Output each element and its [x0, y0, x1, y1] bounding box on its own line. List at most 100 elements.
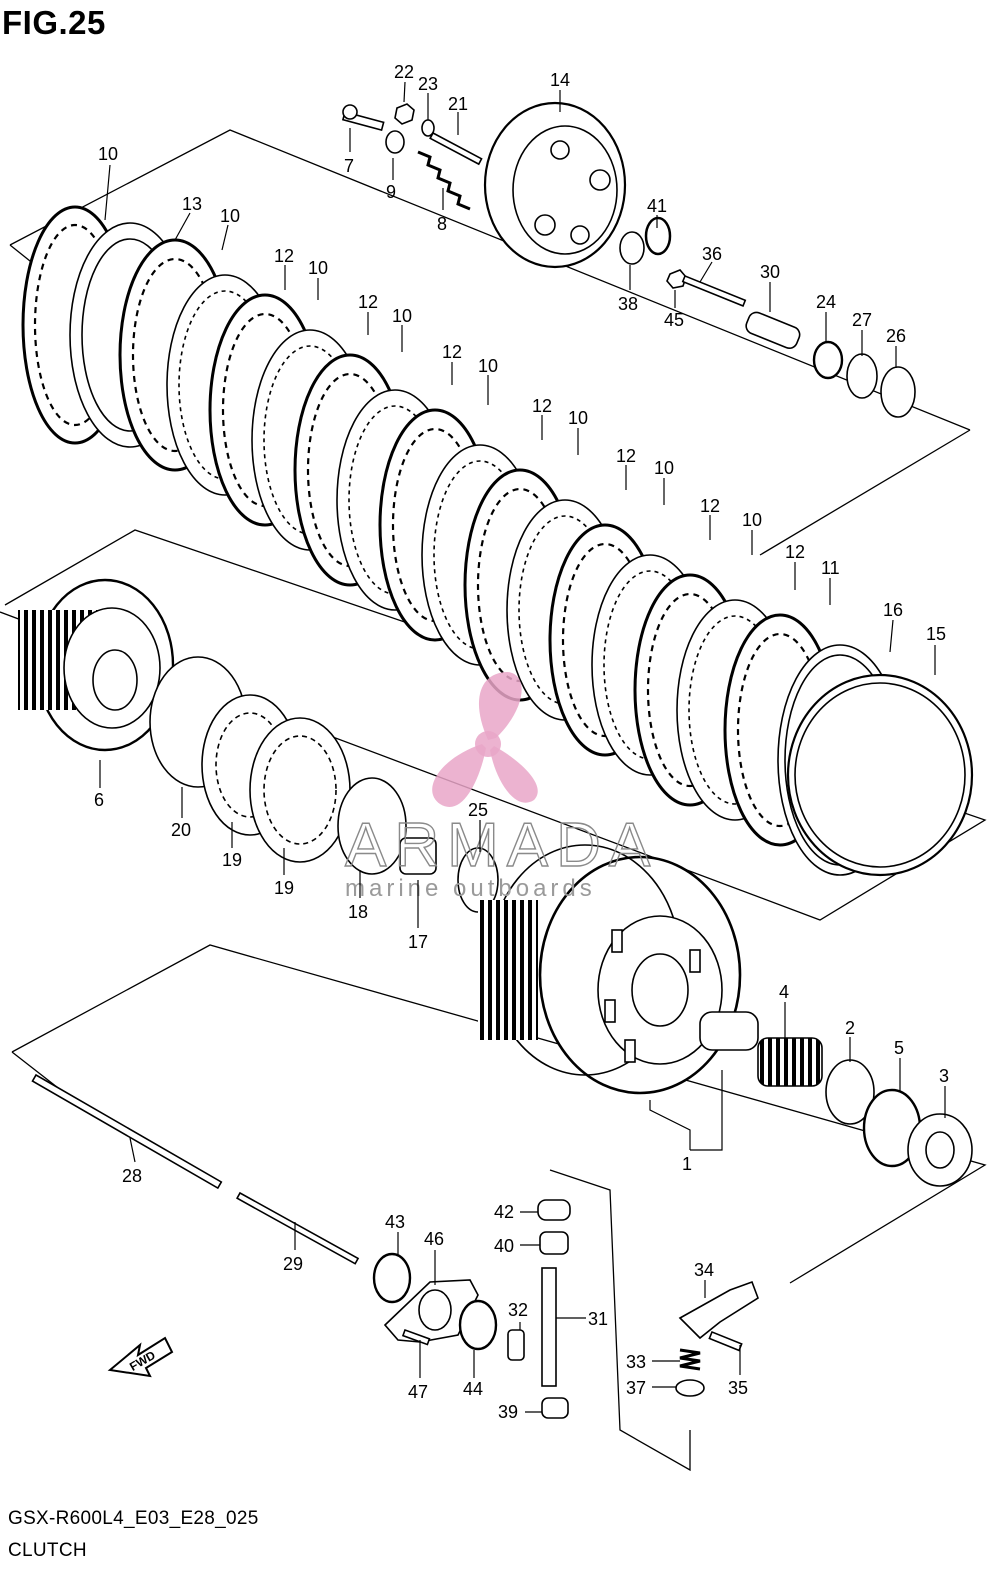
callout-47: 47: [408, 1382, 428, 1402]
callout-34: 34: [694, 1260, 714, 1280]
seat-18: [337, 777, 407, 875]
callout-28: 28: [122, 1166, 142, 1186]
callout-19: 19: [274, 878, 294, 898]
callout-3: 3: [939, 1066, 949, 1086]
return-spring-33: [679, 1348, 701, 1371]
callout-7: 7: [344, 156, 354, 176]
callout-21: 21: [448, 94, 468, 114]
push-rod-28: [31, 1073, 223, 1190]
oil-seal-44: [458, 1299, 498, 1351]
callout-25: 25: [468, 800, 488, 820]
pressure-plate-assembly: [341, 101, 916, 418]
callout-32: 32: [508, 1300, 528, 1320]
spring-bolt-21: [429, 131, 483, 166]
callout-36: 36: [702, 244, 722, 264]
callout-30: 30: [760, 262, 780, 282]
callout-45: 45: [664, 310, 684, 330]
callout-19: 19: [222, 850, 242, 870]
nut-22: [394, 103, 415, 125]
push-rod-36: [681, 274, 747, 307]
callout-4: 4: [779, 982, 789, 1002]
primary-driven-gear-assembly: [478, 844, 973, 1187]
callout-10: 10: [220, 206, 240, 226]
callout-43: 43: [385, 1212, 405, 1232]
callout-6: 6: [94, 790, 104, 810]
callout-8: 8: [437, 214, 447, 234]
bearing-42: [537, 1199, 571, 1221]
callout-35: 35: [728, 1378, 748, 1398]
callout-44: 44: [463, 1379, 483, 1399]
callout-numbers: 10 13 10 12 10 12 10 12 10 12 10 12 10 1…: [94, 62, 949, 1422]
callout-12: 12: [616, 446, 636, 466]
push-piece-30: [745, 311, 801, 350]
release-shaft-31: [541, 1267, 557, 1387]
callout-38: 38: [618, 294, 638, 314]
washer-37: [675, 1379, 705, 1397]
watermark-tagline: marine outboards: [345, 875, 596, 902]
callout-10: 10: [478, 356, 498, 376]
sleeve-hub-assembly: [18, 578, 499, 913]
frame-lines: [0, 129, 987, 1472]
callout-23: 23: [418, 74, 438, 94]
nut-45: [666, 269, 687, 289]
bearing-39: [541, 1397, 569, 1419]
spacer-2-bush: [699, 1011, 759, 1051]
nut-24: [812, 340, 844, 380]
callout-5: 5: [894, 1038, 904, 1058]
callout-13: 13: [182, 194, 202, 214]
callout-42: 42: [494, 1202, 514, 1222]
callout-12: 12: [532, 396, 552, 416]
callout-26: 26: [886, 326, 906, 346]
callout-39: 39: [498, 1402, 518, 1422]
callout-2: 2: [845, 1018, 855, 1038]
watermark-brand: ARMADA: [345, 811, 658, 880]
callout-27: 27: [852, 310, 872, 330]
push-rod-29: [236, 1191, 360, 1265]
fwd-arrow-icon: FWD: [107, 1336, 174, 1378]
callout-10: 10: [308, 258, 328, 278]
bearing-41: [644, 216, 672, 256]
callout-10: 10: [392, 306, 412, 326]
callout-29: 29: [283, 1254, 303, 1274]
callout-15: 15: [926, 624, 946, 644]
callout-41: 41: [647, 196, 667, 216]
needle-bearing-4: [757, 1037, 823, 1087]
callout-37: 37: [626, 1378, 646, 1398]
watermark: ARMADA marine outboards: [344, 672, 658, 902]
figure-name: CLUTCH: [8, 1540, 87, 1561]
callout-12: 12: [700, 496, 720, 516]
release-mechanism: [31, 1073, 759, 1419]
washer-27: [846, 353, 878, 399]
callout-40: 40: [494, 1236, 514, 1256]
clutch-spring-8: [417, 150, 471, 211]
callout-12: 12: [274, 246, 294, 266]
callout-12: 12: [442, 342, 462, 362]
washer-38: [619, 231, 645, 265]
callout-16: 16: [883, 600, 903, 620]
callout-10: 10: [568, 408, 588, 428]
sleeve-17: [399, 837, 437, 875]
callout-22: 22: [394, 62, 414, 82]
washer-9: [385, 130, 405, 154]
callout-24: 24: [816, 292, 836, 312]
bolt-35: [708, 1330, 743, 1352]
callout-46: 46: [424, 1229, 444, 1249]
fig-title: FIG.25: [2, 4, 106, 41]
callout-12: 12: [785, 542, 805, 562]
callout-11: 11: [821, 558, 840, 578]
callout-20: 20: [171, 820, 191, 840]
callout-33: 33: [626, 1352, 646, 1372]
release-arm-34: [678, 1280, 759, 1340]
callout-18: 18: [348, 902, 368, 922]
pin-32: [507, 1329, 525, 1361]
washer-26: [880, 366, 916, 418]
callout-12: 12: [358, 292, 378, 312]
callout-10: 10: [742, 510, 762, 530]
callout-10: 10: [654, 458, 674, 478]
propeller-icon: [432, 672, 538, 807]
callout-9: 9: [386, 182, 396, 202]
bearing-43: [372, 1252, 412, 1304]
callout-17: 17: [408, 932, 428, 952]
callout-31: 31: [588, 1309, 608, 1329]
